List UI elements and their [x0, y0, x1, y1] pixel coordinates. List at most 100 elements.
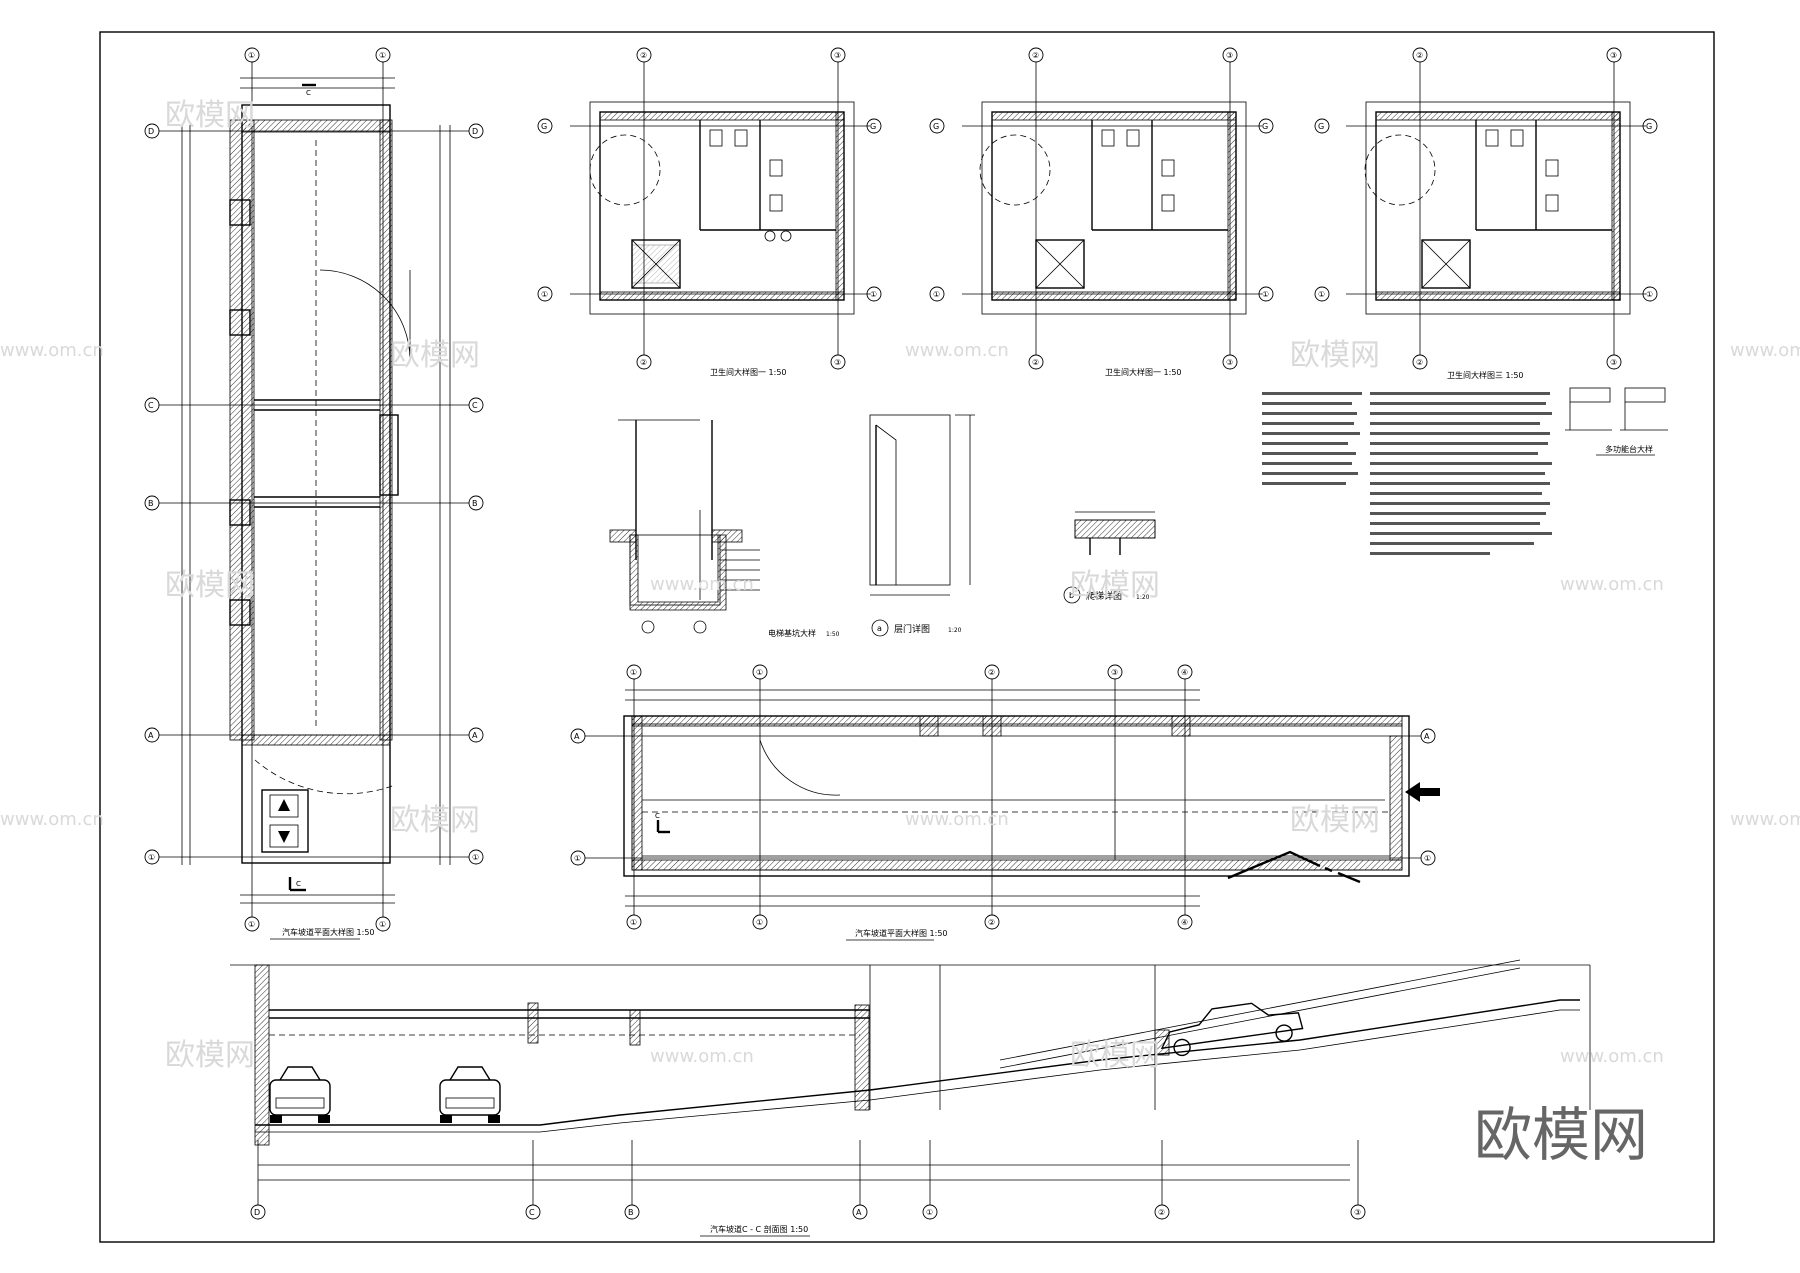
door-detail: a 层门详图 1:20: [869, 414, 975, 637]
grid-label: ①: [541, 290, 548, 299]
grid-label: ③: [834, 51, 841, 60]
elevator-pit-title: 电梯基坑大样: [768, 628, 816, 638]
grid-label: ①: [574, 854, 581, 863]
grid-label: ③: [1610, 51, 1617, 60]
watermark-site: www.om.cn: [650, 1046, 754, 1067]
grid-label: ①: [148, 853, 155, 862]
grid-label: A: [148, 731, 154, 740]
grid-label: B: [628, 1208, 634, 1217]
grid-label: ①: [379, 920, 386, 929]
grid-label: ①: [248, 51, 255, 60]
door-detail-marker: a: [877, 624, 882, 633]
section-mark-c: C: [296, 880, 301, 888]
notes-right-column: [1370, 392, 1552, 555]
grid-label: G: [1318, 122, 1324, 131]
grid-label: ②: [1158, 1208, 1165, 1217]
elevator-pit-detail: 电梯基坑大样 1:50: [609, 419, 840, 638]
left-ramp-plan: ① ① ① ① D D C C B B A A ① ①: [144, 47, 484, 940]
toilet-detail-3: ② ③ ② ③ G G ① ① 卫生间大样图三 1:50: [1314, 47, 1658, 380]
grid-label: ②: [1032, 51, 1039, 60]
ramp-plan-left-title: 汽车坡道平面大样图 1:50: [282, 927, 375, 937]
watermark-layer: 欧模网 欧模网 欧模网 欧模网 欧模网 欧模网 欧模网 欧模网 欧模网 www.…: [0, 98, 1800, 1073]
grid-label: C: [529, 1208, 535, 1217]
car-front-view-2: [439, 1066, 501, 1123]
grid-label: ①: [933, 290, 940, 299]
door-detail-title: 层门详图: [894, 623, 930, 635]
grid-label: ①: [630, 668, 637, 677]
grid-label: A: [574, 732, 580, 741]
grid-label: A: [472, 731, 478, 740]
multi-table-title: 多功能台大样: [1605, 444, 1653, 454]
grid-label: D: [472, 127, 478, 136]
watermark-logo: 欧模网: [165, 568, 255, 603]
watermark-logo: 欧模网: [1290, 803, 1380, 838]
watermark-site: www.om.cn: [650, 574, 754, 595]
ladder-detail-marker: b: [1069, 591, 1074, 600]
watermark-site: www.om.cn: [905, 809, 1009, 830]
ladder-detail: b 爬梯详图 1:20: [1063, 511, 1156, 604]
ramp-plan-center-title: 汽车坡道平面大样图 1:50: [855, 928, 948, 938]
watermark-site: www.om.cn: [0, 340, 104, 361]
grid-label: ③: [1226, 358, 1233, 367]
grid-label: ①: [1318, 290, 1325, 299]
grid-label: ②: [1416, 51, 1423, 60]
grid-label: ①: [756, 668, 763, 677]
grid-label: C: [472, 401, 478, 410]
grid-label: G: [1262, 122, 1268, 131]
left-plan-top-grid: ① ① ① ①: [244, 47, 391, 932]
watermark-logo: 欧模网: [390, 338, 480, 373]
grid-label: ①: [379, 51, 386, 60]
watermark-logo: 欧模网: [390, 803, 480, 838]
grid-label: ①: [248, 920, 255, 929]
grid-label: ④: [1181, 918, 1188, 927]
grid-label: ②: [1032, 358, 1039, 367]
watermark-logo: 欧模网: [1070, 1038, 1160, 1073]
grid-label: B: [148, 499, 154, 508]
grid-label: C: [148, 401, 154, 410]
sheet-border: [99, 31, 1715, 1243]
ramp-section: D C B A ① ② ③ 汽车坡道C - C 剖面图 1:50: [230, 959, 1591, 1237]
toilet-detail-1: ② ③ ② ③ G G ① ① 卫生间大样图一 1:50: [537, 47, 882, 377]
ladder-detail-title: 爬梯详图: [1086, 590, 1122, 602]
toilet-3-title: 卫生间大样图三 1:50: [1447, 370, 1524, 380]
grid-label: ②: [1416, 358, 1423, 367]
grid-label: B: [472, 499, 478, 508]
notes-block: [1262, 392, 1552, 555]
left-plan-row-grid: D D C C B B A A ① ①: [144, 123, 484, 865]
grid-label: D: [148, 127, 154, 136]
grid-label: ③: [1354, 1208, 1361, 1217]
grid-label: ①: [870, 290, 877, 299]
grid-label: G: [870, 122, 876, 131]
grid-label: D: [254, 1208, 260, 1217]
watermark-site: www.om.cn: [905, 340, 1009, 361]
section-mark-c: C: [655, 812, 660, 820]
toilet-2-title: 卫生间大样图一 1:50: [1105, 367, 1182, 377]
elevator-pit-scale: 1:50: [826, 631, 840, 638]
grid-label: ①: [472, 853, 479, 862]
grid-label: ①: [756, 918, 763, 927]
car-front-view-1: [269, 1066, 331, 1123]
grid-label: A: [856, 1208, 862, 1217]
grid-label: ①: [630, 918, 637, 927]
grid-label: G: [1646, 122, 1652, 131]
multi-table-detail: 多功能台大样: [1565, 387, 1668, 456]
grid-label: ②: [988, 668, 995, 677]
watermark-logo: 欧模网: [165, 1038, 255, 1073]
toilet-detail-2: ② ③ ② ③ G G ① ① 卫生间大样图一 1:50: [929, 47, 1274, 377]
watermark-site: www.om.cn: [0, 809, 104, 830]
grid-label: ②: [988, 918, 995, 927]
watermark-site: www.om.cn: [1560, 574, 1664, 595]
grid-label: ①: [1424, 854, 1431, 863]
grid-label: A: [1424, 732, 1430, 741]
door-detail-scale: 1:20: [948, 627, 962, 634]
grid-label: ①: [926, 1208, 933, 1217]
grid-label: ③: [1111, 668, 1118, 677]
ramp-section-title: 汽车坡道C - C 剖面图 1:50: [710, 1224, 808, 1234]
grid-label: G: [541, 122, 547, 131]
center-ramp-plan: ① ① ② ③ ④ ① ① ② ④ A A ① ①: [570, 664, 1440, 941]
watermark-site: www.om.cn: [1560, 1046, 1664, 1067]
grid-label: ②: [640, 358, 647, 367]
car-side-view: [1160, 1002, 1304, 1057]
grid-label: ①: [1646, 290, 1653, 299]
